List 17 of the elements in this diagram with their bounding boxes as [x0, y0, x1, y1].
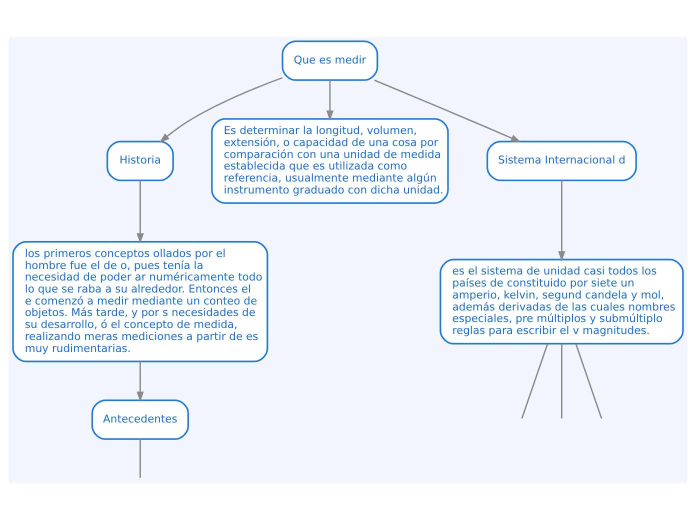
node-box: es el sistema de unidad casi todos los países de constituido por siete un amperio, kelvin, segund candela y mol, además derivadas de las cuales nombres especiales, pre múltiplos y submúltiplo reglas para escribir el v magnitudes.: [440, 258, 684, 344]
arrow: [558, 180, 566, 262]
arrow: [159, 77, 283, 143]
arrow: [326, 80, 334, 121]
node-box: Historia: [106, 140, 174, 182]
connector: [575, 344, 602, 419]
node-box: Que es medir: [282, 40, 378, 81]
arrow: [136, 362, 144, 402]
connector: [140, 439, 141, 478]
arrow: [374, 80, 522, 142]
connector: [561, 344, 562, 418]
node-box: Sistema Internacional d: [486, 140, 637, 182]
arrow: [136, 180, 144, 244]
connector: [521, 344, 548, 419]
node-box: los primeros conceptos ollados por el hombre fue el de o, pues tenía la necesidad de poder ar numéricamente todo lo que se raba a su alrededor. Entonces el e comenzó a medir mediante un conteo de objetos. Más tarde, y por s necesidades de su desarrollo, ó el concepto de medida, realizando meras mediciones a partir de es muy rudimentarias.: [12, 241, 268, 362]
node-box: Es determinar la longitud, volumen, extensión, o capacidad de una cosa por comparación con una unidad de medida establecida que es utilizada como referencia, usualmente mediante algún instrumento graduado con dicha unidad.: [211, 118, 449, 204]
node-box: Antecedentes: [91, 399, 189, 440]
